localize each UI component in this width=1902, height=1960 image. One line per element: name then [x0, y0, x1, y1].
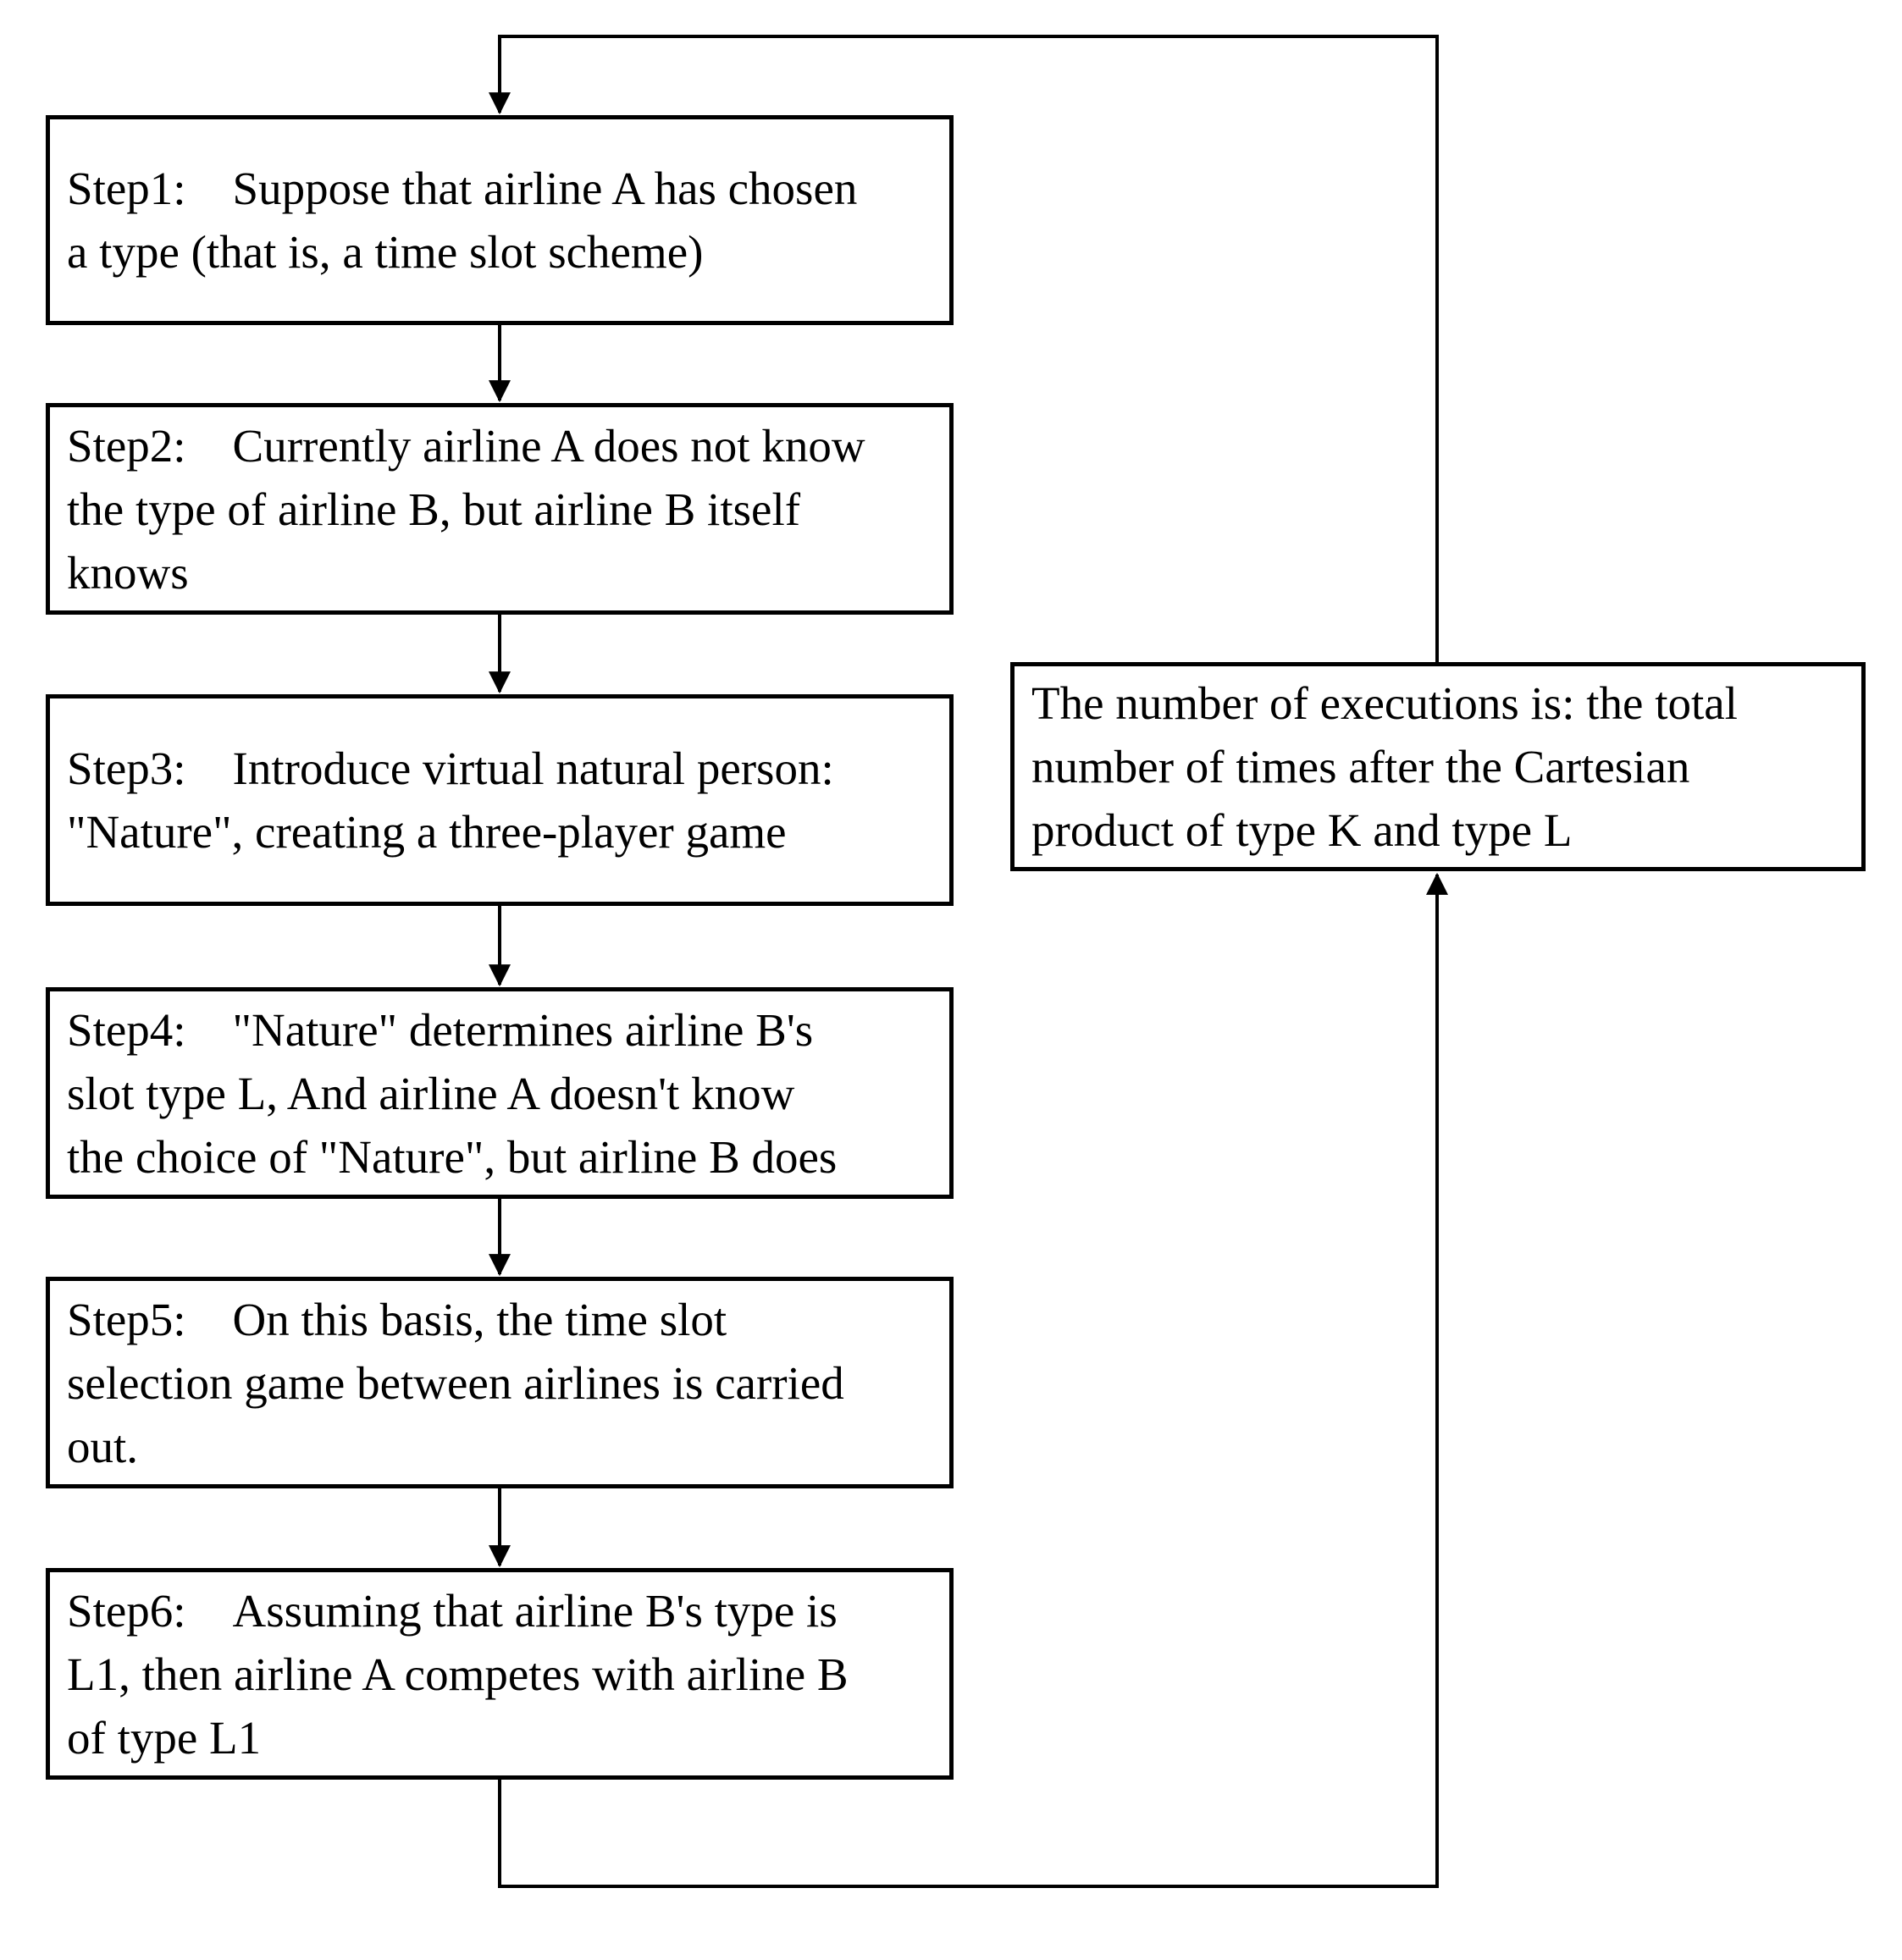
step2-line: Step2: Currently airline A does not know — [67, 419, 865, 472]
step1-box: Step1: Suppose that airline A has chosen… — [46, 115, 954, 325]
step5-box: Step5: On this basis, the time slot sele… — [46, 1277, 954, 1488]
step6-line: Step6: Assuming that airline B's type is — [67, 1584, 838, 1637]
note-line: product of type K and type L — [1031, 804, 1573, 856]
step5-line: out. — [67, 1420, 139, 1472]
step3-line: Step3: Introduce virtual natural person: — [67, 743, 834, 794]
step6-line: of type L1 — [67, 1711, 262, 1764]
step3-line: "Nature", creating a three-player game — [67, 806, 787, 858]
step6-line: L1, then airline A competes with airline… — [67, 1648, 849, 1700]
step6-box: Step6: Assuming that airline B's type is… — [46, 1568, 954, 1780]
note-line: number of times after the Cartesian — [1031, 741, 1690, 792]
step2-line: the type of airline B, but airline B its… — [67, 483, 801, 535]
step5-line: selection game between airlines is carri… — [67, 1356, 844, 1409]
step4-line: Step4: "Nature" determines airline B's — [67, 1003, 814, 1056]
step4-box: Step4: "Nature" determines airline B's s… — [46, 987, 954, 1199]
step2-line: knows — [67, 546, 189, 599]
note-line: The number of executions is: the total — [1031, 677, 1738, 729]
step4-line: slot type L, And airline A doesn't know — [67, 1067, 795, 1119]
step3-box: Step3: Introduce virtual natural person:… — [46, 694, 954, 906]
loop-path-note-to-step1 — [489, 35, 1439, 662]
step1-line: a type (that is, a time slot scheme) — [67, 226, 704, 278]
step5-line: Step5: On this basis, the time slot — [67, 1293, 727, 1345]
loop-path-step6-to-note — [498, 872, 1448, 1888]
step1-line: Step1: Suppose that airline A has chosen — [67, 163, 858, 214]
step2-box: Step2: Currently airline A does not know… — [46, 403, 954, 615]
step4-line: the choice of "Nature", but airline B do… — [67, 1130, 838, 1183]
execution-count-note-box: The number of executions is: the total n… — [1010, 662, 1866, 871]
